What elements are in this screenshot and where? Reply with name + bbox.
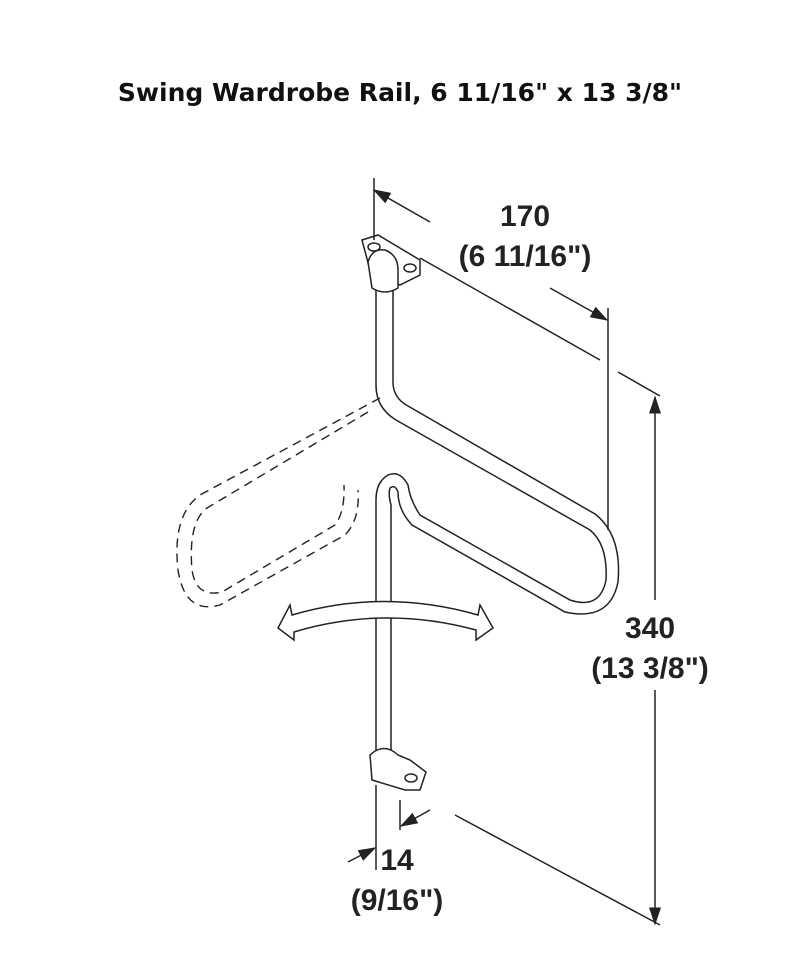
rail-outer	[375, 285, 607, 755]
top-bracket	[361, 234, 421, 293]
width-metric-label: 170	[500, 200, 550, 233]
diameter-metric-label: 14	[380, 844, 414, 877]
width-imperial-label: (6 11/16")	[459, 240, 592, 273]
page-title: Swing Wardrobe Rail, 6 11/16" x 13 3/8"	[117, 78, 683, 107]
diameter-imperial-label: (9/16")	[351, 884, 444, 917]
rail-inner	[388, 285, 620, 755]
height-imperial-label: (13 3/8")	[591, 652, 709, 685]
swing-arrow	[277, 600, 494, 642]
height-metric-label: 340	[625, 612, 675, 645]
bottom-bracket	[369, 747, 427, 791]
ghost-rail-position	[176, 397, 381, 608]
